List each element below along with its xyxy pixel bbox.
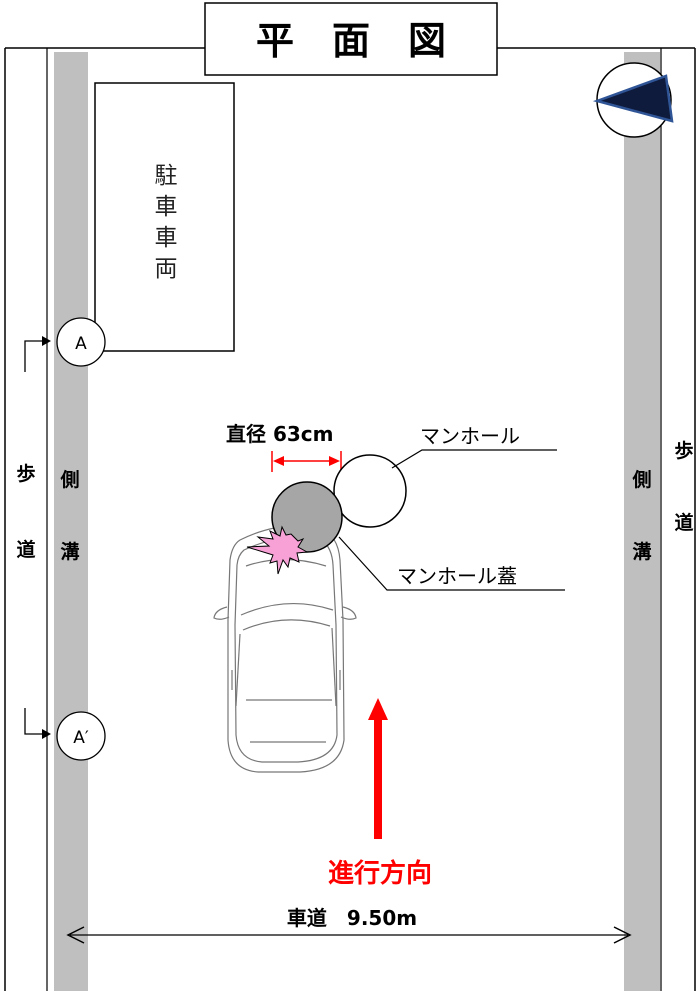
diameter-dimension-arrow <box>271 451 342 472</box>
left-sidewalk-label-2: 道 <box>16 538 35 561</box>
impact-burst-icon <box>246 525 309 575</box>
manhole-cover-label: マンホール蓋 <box>397 564 517 588</box>
parked-car-label-3: 車 <box>155 225 178 251</box>
section-marker-a: A <box>24 317 106 372</box>
manhole <box>333 454 407 528</box>
right-gutter-label-2: 溝 <box>632 540 651 563</box>
road-width-label: 車道 9.50m <box>287 906 417 930</box>
section-marker-a-prime: A′ <box>24 708 106 761</box>
page-title: 平 面 図 <box>256 19 446 63</box>
right-sidewalk-label-2: 道 <box>674 511 693 534</box>
travel-direction-arrow <box>368 698 388 839</box>
marker-a-label: A <box>75 334 87 354</box>
right-gutter-label-1: 側 <box>631 469 651 491</box>
marker-a-prime-label: A′ <box>73 728 89 748</box>
diameter-label: 直径 63cm <box>226 422 334 446</box>
left-gutter <box>54 52 88 991</box>
left-sidewalk-label-1: 歩 <box>16 462 35 485</box>
manhole-label: マンホール <box>420 424 520 448</box>
left-gutter-label-2: 溝 <box>60 540 79 563</box>
title-box <box>204 2 498 76</box>
road-width-dimension <box>66 926 632 944</box>
right-sidewalk-label-1: 歩 <box>674 439 693 462</box>
cover-leader-line <box>338 536 565 591</box>
compass-icon <box>592 62 674 138</box>
parked-car-label-1: 駐 <box>155 163 178 189</box>
parked-car-label-2: 車 <box>155 194 178 220</box>
manhole-leader-line <box>391 449 557 469</box>
parked-car-box <box>94 82 235 352</box>
left-gutter-label-1: 側 <box>59 469 79 491</box>
right-gutter <box>624 52 660 991</box>
direction-label: 進行方向 <box>328 858 432 889</box>
parked-car-label-4: 両 <box>155 256 178 282</box>
